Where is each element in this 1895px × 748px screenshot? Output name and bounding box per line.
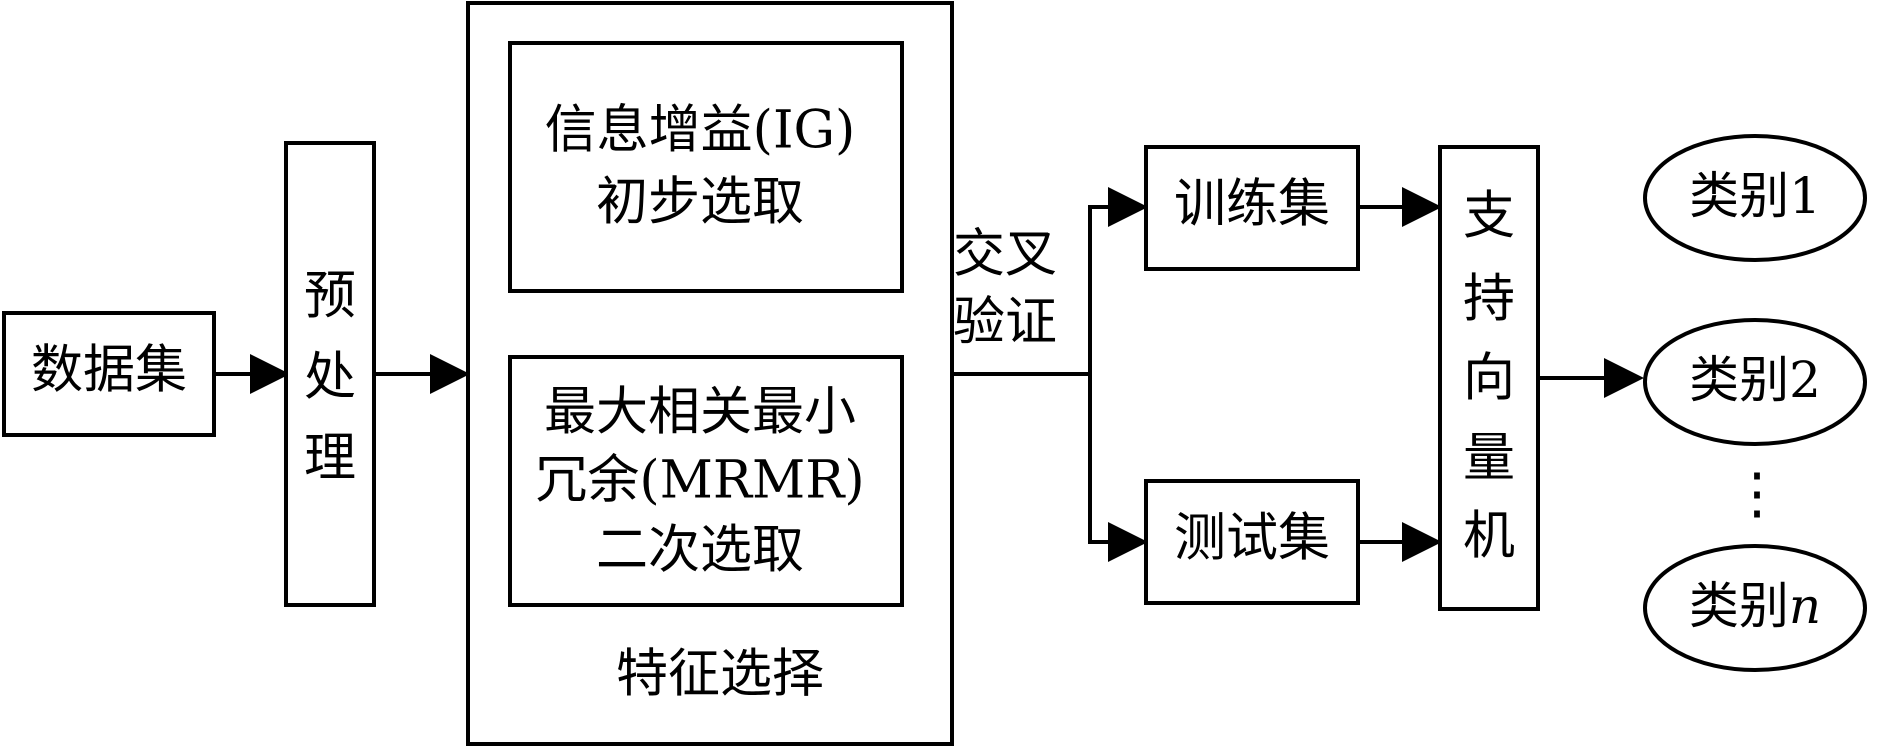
class-1-label: 类别1 xyxy=(1689,167,1821,225)
class-n-variable: n xyxy=(1789,577,1821,635)
test-set-label: 测试集 xyxy=(1174,509,1330,569)
svm-label-5: 机 xyxy=(1463,507,1515,567)
class-ellipsis: ⋮ xyxy=(1729,462,1785,527)
mrmr-node: 最大相关最小 冗余(MRMR) 二次选取 xyxy=(508,355,904,607)
ig-node: 信息增益(IG) 初步选取 xyxy=(508,41,904,293)
cross-validation-label-2: 验证 xyxy=(953,293,1057,353)
preprocess-node: 预 处 理 xyxy=(284,141,376,607)
class-1-node: 类别1 xyxy=(1643,134,1867,262)
train-set-label: 训练集 xyxy=(1174,175,1330,235)
class-n-label: 类别n xyxy=(1689,577,1821,635)
class-n-node: 类别n xyxy=(1643,544,1867,672)
dataset-node: 数据集 xyxy=(2,311,216,437)
class-n-prefix: 类别 xyxy=(1689,577,1789,635)
svm-node: 支 持 向 量 机 xyxy=(1438,145,1540,611)
dataset-label: 数据集 xyxy=(31,341,187,401)
class-2-label: 类别2 xyxy=(1689,351,1821,409)
preprocess-label-2: 处 xyxy=(304,348,356,408)
ig-label-line2: 初步选取 xyxy=(596,173,804,233)
cross-validation-label-1: 交叉 xyxy=(953,225,1057,285)
mrmr-label-line3: 二次选取 xyxy=(596,521,804,581)
svm-label-1: 支 xyxy=(1463,187,1515,247)
svm-label-2: 持 xyxy=(1463,270,1515,330)
svm-label-4: 量 xyxy=(1463,429,1515,489)
train-set-node: 训练集 xyxy=(1144,145,1360,271)
preprocess-label-1: 预 xyxy=(304,267,356,327)
mrmr-label-line2: 冗余(MRMR) xyxy=(535,451,864,511)
preprocess-label-3: 理 xyxy=(304,429,356,489)
mrmr-label-line1: 最大相关最小 xyxy=(544,383,856,443)
feature-selection-label: 特征选择 xyxy=(616,645,824,705)
ig-label-line1: 信息增益(IG) xyxy=(545,101,856,161)
test-set-node: 测试集 xyxy=(1144,479,1360,605)
svm-label-3: 向 xyxy=(1463,349,1515,409)
feature-selection-group: 特征选择 信息增益(IG) 初步选取 最大相关最小 冗余(MRMR) 二次选取 xyxy=(466,1,954,746)
class-2-node: 类别2 xyxy=(1643,318,1867,446)
